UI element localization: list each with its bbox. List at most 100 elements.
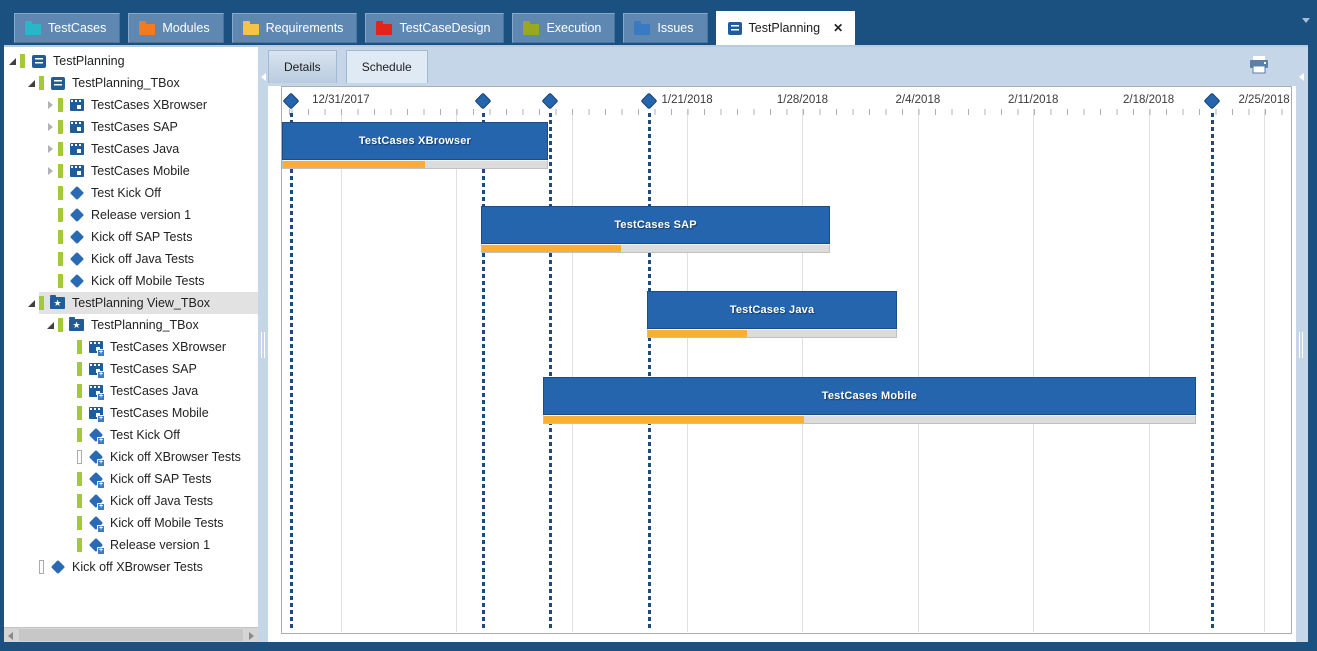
expander-spacer [63,472,77,486]
main-tab-testcasedesign[interactable]: TestCaseDesign [365,13,505,43]
week-gridline [687,109,689,632]
tree-item-kick-off-sap-tests[interactable]: Kick off SAP Tests [4,226,258,248]
view-tab-label: Schedule [361,60,412,74]
tree-item-test-kick-off[interactable]: +Test Kick Off [4,424,258,446]
scroll-right-icon[interactable] [249,632,254,640]
tree-item-content: TestCases Java [58,138,258,160]
tree-item-testcases-java[interactable]: TestCases Java [4,138,258,160]
timeline-date-label: 2/25/2018 [1238,94,1290,106]
diamond-plus-icon: + [87,449,105,467]
tree-item-kick-off-xbrowser-tests[interactable]: +Kick off XBrowser Tests [4,446,258,468]
printer-icon[interactable] [1248,56,1270,74]
tree-item-testplanning-tbox[interactable]: TestPlanning_TBox [4,314,258,336]
green-status-bar [58,252,63,266]
splitter-grip[interactable] [261,331,265,358]
main-tab-execution[interactable]: Execution [512,13,616,43]
gantt-task-testcases-mobile[interactable]: TestCases Mobile [542,377,1197,424]
milestone-diamond-icon[interactable] [1203,92,1221,110]
tree-item-label: Kick off SAP Tests [91,230,193,244]
scrollbar-thumb[interactable] [19,629,243,641]
week-gridline [1033,109,1035,632]
green-status-bar [20,54,25,68]
tree-item-release-version-1[interactable]: +Release version 1 [4,534,258,556]
expander-spacer [63,406,77,420]
tree-item-testcases-xbrowser[interactable]: +TestCases XBrowser [4,336,258,358]
tree-item-testcases-mobile[interactable]: TestCases Mobile [4,160,258,182]
expander-collapsed-icon[interactable] [44,98,58,112]
tree-item-testplanning-tbox[interactable]: TestPlanning_TBox [4,72,258,94]
close-icon[interactable]: ✕ [833,21,844,35]
main-tab-requirements[interactable]: Requirements [231,13,358,43]
tree-item-release-version-1[interactable]: Release version 1 [4,204,258,226]
task-bar-label: TestCases Java [729,304,815,316]
green-status-bar [58,230,63,244]
task-progress-fill [481,245,621,252]
expander-collapsed-icon[interactable] [44,142,58,156]
tree-item-kick-off-mobile-tests[interactable]: +Kick off Mobile Tests [4,512,258,534]
milestone-diamond-icon[interactable] [541,92,559,110]
right-splitter[interactable] [1296,47,1308,642]
gantt-task-testcases-java[interactable]: TestCases Java [646,291,898,338]
plus-badge-icon: + [97,414,105,423]
view-tab-schedule[interactable]: Schedule [345,50,428,83]
tree-item-testcases-sap[interactable]: TestCases SAP [4,116,258,138]
tree-item-testcases-java[interactable]: +TestCases Java [4,380,258,402]
green-status-bar [39,296,44,310]
tree-item-kick-off-sap-tests[interactable]: +Kick off SAP Tests [4,468,258,490]
milestone-diamond-icon[interactable] [474,92,492,110]
expander-expanded-icon[interactable] [44,318,58,332]
milestone-diamond-icon[interactable] [640,92,658,110]
tree-item-testcases-sap[interactable]: +TestCases SAP [4,358,258,380]
green-status-bar [58,186,63,200]
tree-item-testcases-xbrowser[interactable]: TestCases XBrowser [4,94,258,116]
splitter-grip[interactable] [1299,331,1303,358]
expander-spacer [44,252,58,266]
tree-item-testcases-mobile[interactable]: +TestCases Mobile [4,402,258,424]
milestone-diamond-icon[interactable] [282,92,300,110]
expander-collapsed-icon[interactable] [44,120,58,134]
tasklist-icon [727,21,742,35]
expander-expanded-icon[interactable] [25,296,39,310]
tab-overflow-chevron-down-icon[interactable] [1302,18,1310,23]
expander-spacer [63,384,77,398]
tree-item-kick-off-java-tests[interactable]: Kick off Java Tests [4,248,258,270]
left-splitter[interactable] [258,47,268,642]
diamond-icon [49,559,66,575]
collapse-right-icon[interactable] [1299,73,1304,81]
tree-item-testplanning-view-tbox[interactable]: TestPlanning View_TBox [4,292,258,314]
tree-item-label: Kick off XBrowser Tests [72,560,203,574]
main-tab-issues[interactable]: Issues [623,13,708,43]
task-bar-label: TestCases Mobile [821,390,918,402]
tree-item-kick-off-xbrowser-tests[interactable]: Kick off XBrowser Tests [4,556,258,578]
view-tab-details[interactable]: Details [268,50,337,83]
tree-item-kick-off-java-tests[interactable]: +Kick off Java Tests [4,490,258,512]
tree-item-content: Kick off SAP Tests [58,226,258,248]
expander-expanded-icon[interactable] [6,54,20,68]
tree-item-label: TestPlanning_TBox [91,318,199,332]
green-status-bar [77,494,82,508]
main-tab-testcases[interactable]: TestCases [14,13,121,43]
gantt-task-testcases-xbrowser[interactable]: TestCases XBrowser [282,122,548,169]
tree-item-kick-off-mobile-tests[interactable]: Kick off Mobile Tests [4,270,258,292]
expander-spacer [63,516,77,530]
tree-item-content: +Kick off Java Tests [77,490,258,512]
expander-expanded-icon[interactable] [25,76,39,90]
task-bar-label: TestCases XBrowser [358,135,471,147]
week-gridline [571,109,573,632]
tree-horizontal-scrollbar[interactable] [4,627,258,642]
main-tab-modules[interactable]: Modules [128,13,224,43]
tree-item-content: Kick off XBrowser Tests [39,556,258,578]
gantt-task-testcases-sap[interactable]: TestCases SAP [480,206,831,253]
main-tab-testplanning[interactable]: TestPlanning✕ [715,11,856,45]
tree-item-label: Release version 1 [91,208,192,222]
tree-item-testplanning[interactable]: TestPlanning [4,50,258,72]
collapse-left-icon[interactable] [261,73,266,81]
tree-item-test-kick-off[interactable]: Test Kick Off [4,182,258,204]
tree-item-content: TestPlanning_TBox [58,314,258,336]
expander-collapsed-icon[interactable] [44,164,58,178]
tree-item-label: TestPlanning [53,54,125,68]
scroll-left-icon[interactable] [8,632,13,640]
